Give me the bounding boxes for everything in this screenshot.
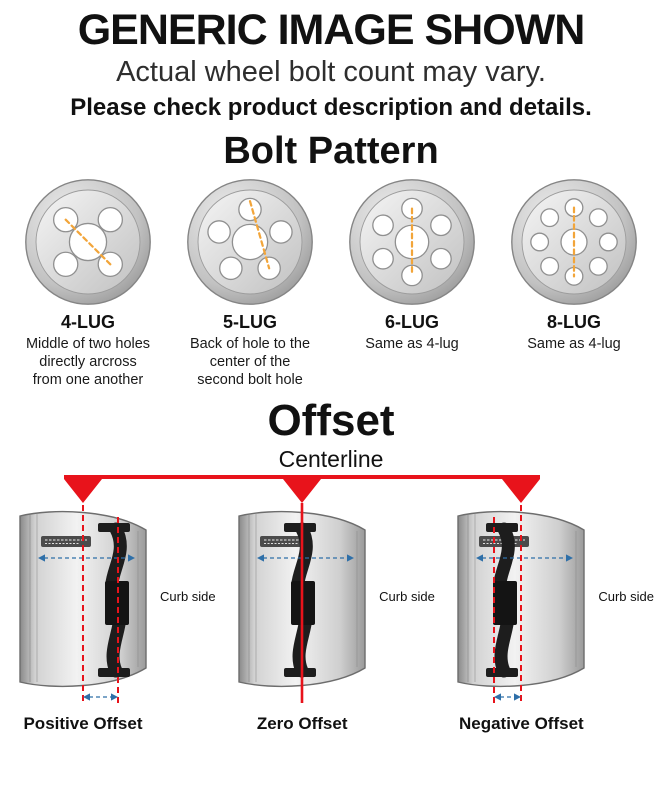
note-text: Please check product description and det…: [70, 94, 592, 122]
offset-item-label: Zero Offset: [256, 714, 348, 734]
wheel-hub-6lug-illustration: [349, 179, 475, 306]
offset-item-negative: Curb side Negative Offset: [446, 479, 654, 734]
bolt-item-6lug: 6-LUG Same as 4-lug: [337, 177, 487, 390]
wheel-hub-8lug-illustration: [511, 179, 637, 306]
bolt-item-description: Middle of two holes directly arcross fro…: [25, 336, 151, 389]
curb-side-label: Curb side: [379, 589, 435, 605]
offset-item-positive: Curb side Positive Offset: [8, 479, 216, 734]
bolt-item-label: 5-LUG: [223, 312, 277, 333]
bolt-item-description: Same as 4-lug: [365, 336, 459, 353]
bolt-pattern-title: Bolt Pattern: [223, 130, 439, 173]
wheel-cross-section-zero-illustration: [238, 479, 366, 704]
curb-side-label: Curb side: [598, 589, 654, 605]
bolt-item-label: 4-LUG: [61, 312, 115, 333]
subtitle: Actual wheel bolt count may vary.: [116, 56, 546, 89]
wheel-cross-section-negative-illustration: [457, 479, 586, 704]
offset-item-label: Negative Offset: [458, 714, 584, 734]
offset-item-label: Positive Offset: [23, 714, 143, 734]
wheel-hub-5lug-illustration: [187, 179, 313, 306]
bolt-item-description: Same as 4-lug: [527, 336, 621, 353]
bolt-item-label: 8-LUG: [547, 312, 601, 333]
wheel-hub-4lug-illustration: [25, 179, 151, 306]
offset-item-zero: Curb side Zero Offset: [227, 479, 435, 734]
offset-row: Curb side: [446, 479, 654, 714]
bolt-pattern-diagrams: 4-LUG Middle of two holes directly arcro…: [0, 177, 662, 390]
offset-diagrams: Curb side Positive Offset Curb side Zero…: [0, 479, 662, 734]
offset-row: Curb side: [8, 479, 216, 714]
bolt-item-8lug: 8-LUG Same as 4-lug: [499, 177, 649, 390]
centerline-bar-track: [0, 475, 662, 480]
bolt-item-4lug: 4-LUG Middle of two holes directly arcro…: [13, 177, 163, 390]
curb-side-label: Curb side: [160, 589, 216, 605]
offset-title: Offset: [267, 396, 395, 446]
bolt-item-5lug: 5-LUG Back of hole to the center of the …: [175, 177, 325, 390]
centerline-label: Centerline: [278, 446, 384, 473]
wheel-cross-section-positive-illustration: [19, 479, 147, 704]
bolt-item-description: Back of hole to the center of the second…: [189, 336, 311, 389]
main-title: GENERIC IMAGE SHOWN: [77, 6, 586, 54]
bolt-item-label: 6-LUG: [385, 312, 439, 333]
offset-row: Curb side: [227, 479, 435, 714]
centerline-bar: [64, 475, 541, 480]
